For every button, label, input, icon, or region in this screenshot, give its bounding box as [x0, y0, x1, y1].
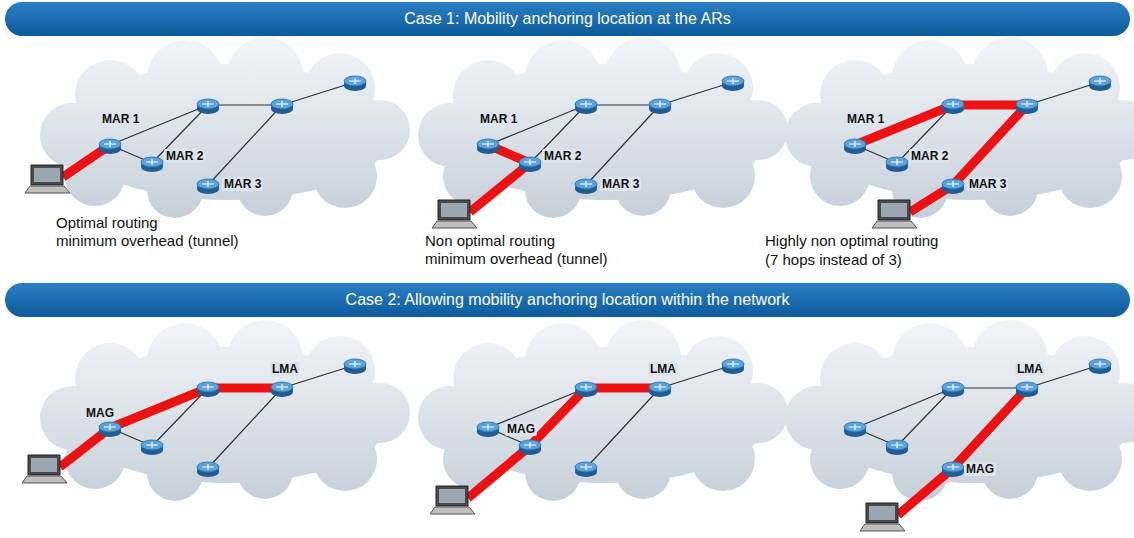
router-label: MAR 2: [164, 149, 205, 163]
network-link: [897, 388, 953, 446]
laptop-icon: [860, 503, 905, 531]
router-icon: [141, 440, 163, 455]
router-label: MAR 1: [845, 112, 886, 126]
router-icon: [1016, 99, 1038, 114]
router-icon: [886, 157, 908, 172]
router-icon: [477, 422, 499, 437]
caption-text: minimum overhead (tunnel): [425, 250, 608, 267]
network-link: [208, 388, 282, 468]
router-icon: [844, 422, 866, 437]
router-icon: [942, 382, 964, 397]
traffic-path: [898, 388, 1027, 515]
network-link: [586, 388, 660, 468]
router-label: MAG: [964, 462, 996, 476]
network-link: [208, 105, 282, 185]
network-cloud: [25, 37, 410, 218]
router-icon: [197, 462, 219, 477]
network-cloud: [785, 37, 1134, 228]
network-link: [530, 105, 586, 163]
network-cloud: [418, 37, 788, 228]
router-label: MAR 3: [967, 177, 1008, 191]
router-icon: [1089, 359, 1111, 374]
caption-text: Non optimal routing: [425, 232, 555, 249]
router-icon: [271, 99, 293, 114]
network-cloud: [785, 320, 1134, 531]
router-icon: [99, 139, 121, 154]
caption-text: (7 hops instead of 3): [765, 251, 902, 268]
router-icon: [197, 179, 219, 194]
network-link: [152, 105, 208, 163]
banner-title: Case 2: Allowing mobility anchoring loca…: [346, 291, 790, 309]
router-label: MAR 2: [542, 149, 583, 163]
router-label: MAG: [505, 422, 537, 436]
traffic-path: [468, 388, 660, 498]
laptop-icon: [872, 200, 917, 228]
router-label: MAR 3: [600, 177, 641, 191]
router-icon: [942, 179, 964, 194]
laptop-icon: [22, 455, 67, 483]
router-icon: [271, 382, 293, 397]
router-label: MAR 2: [909, 149, 950, 163]
network-link: [586, 105, 660, 185]
caption-text: Highly non optimal routing: [765, 232, 938, 249]
case-banner: Case 2: Allowing mobility anchoring loca…: [5, 283, 1130, 317]
router-icon: [575, 382, 597, 397]
case-banner: Case 1: Mobility anchoring location at t…: [5, 2, 1130, 36]
router-label: LMA: [648, 362, 678, 376]
laptop-icon: [432, 200, 477, 228]
router-icon: [197, 99, 219, 114]
router-icon: [99, 422, 121, 437]
network-cloud: [22, 320, 410, 501]
router-label: MAR 1: [100, 112, 141, 126]
caption-text: minimum overhead (tunnel): [56, 232, 239, 249]
router-icon: [197, 382, 219, 397]
router-label: MAG: [84, 406, 116, 420]
router-icon: [1016, 382, 1038, 397]
laptop-icon: [430, 486, 475, 514]
router-icon: [519, 157, 541, 172]
laptop-icon: [25, 165, 70, 193]
router-icon: [722, 76, 744, 91]
router-icon: [575, 179, 597, 194]
router-label: LMA: [270, 362, 300, 376]
router-icon: [344, 359, 366, 374]
router-label: MAR 1: [478, 112, 519, 126]
router-icon: [575, 462, 597, 477]
router-icon: [477, 139, 499, 154]
router-icon: [942, 99, 964, 114]
router-icon: [575, 99, 597, 114]
router-icon: [519, 440, 541, 455]
router-label: LMA: [1015, 362, 1045, 376]
router-icon: [1089, 76, 1111, 91]
router-icon: [942, 462, 964, 477]
banner-title: Case 1: Mobility anchoring location at t…: [404, 10, 730, 28]
traffic-path: [470, 145, 530, 212]
traffic-path: [60, 388, 282, 467]
router-icon: [649, 99, 671, 114]
network-cloud: [418, 320, 788, 514]
network-link: [855, 388, 953, 428]
router-icon: [722, 359, 744, 374]
router-icon: [844, 139, 866, 154]
router-icon: [649, 382, 671, 397]
caption-text: Optimal routing: [56, 214, 158, 231]
router-label: MAR 3: [222, 177, 263, 191]
router-icon: [344, 76, 366, 91]
router-icon: [886, 440, 908, 455]
router-icon: [141, 157, 163, 172]
